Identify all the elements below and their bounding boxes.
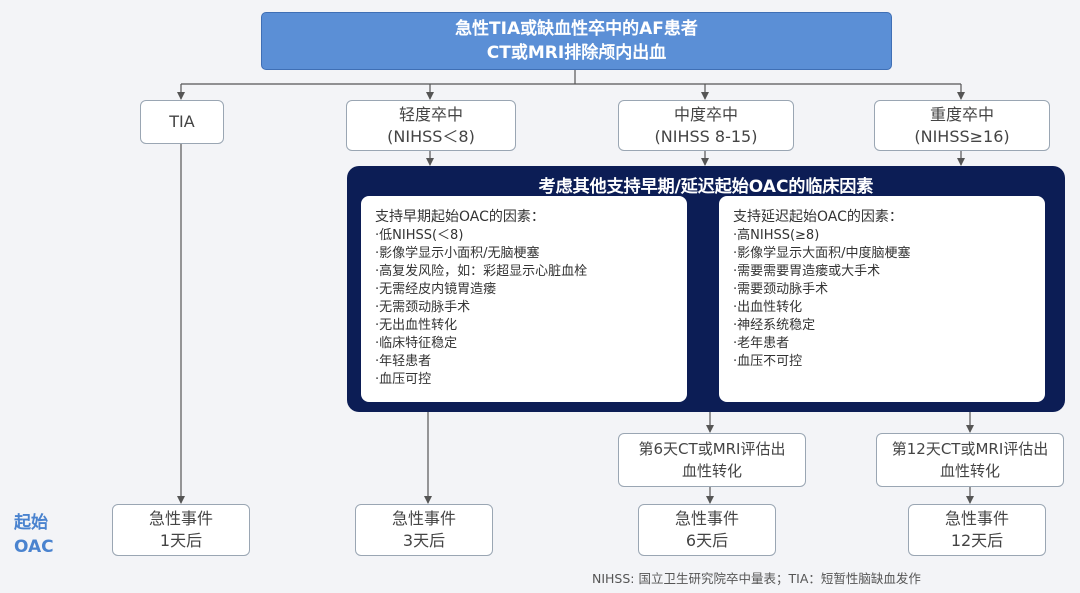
- patient-criteria-line1: 急性TIA或缺血性卒中的AF患者: [455, 19, 698, 39]
- assess-line1: 第12天CT或MRI评估出: [891, 440, 1049, 458]
- clinical-factors-title: 考虑其他支持早期/延迟起始OAC的临床因素: [538, 177, 874, 197]
- list-item: ·神经系统稳定: [733, 318, 816, 333]
- list-item: ·无出血性转化: [375, 318, 458, 333]
- category-label: TIA: [169, 112, 195, 131]
- outcome-line2: 6天后: [685, 531, 729, 550]
- outcome-line2: 3天后: [402, 531, 446, 550]
- list-item: ·血压可控: [375, 372, 432, 387]
- list-item: ·高复发风险，如：彩超显示心脏血栓: [375, 264, 588, 279]
- outcome-day3-box: 急性事件 3天后: [355, 504, 493, 556]
- list-item: ·高NIHSS(≥8): [733, 228, 820, 243]
- assess-line1: 第6天CT或MRI评估出: [638, 440, 786, 458]
- outcome-line1: 急性事件: [148, 509, 213, 528]
- patient-criteria-box: 急性TIA或缺血性卒中的AF患者 CT或MRI排除颅内出血: [261, 12, 892, 70]
- list-item: ·老年患者: [733, 336, 790, 351]
- outcome-line2: 12天后: [950, 531, 1004, 550]
- category-tia-box: TIA: [140, 100, 224, 144]
- category-severe-stroke-box: 重度卒中 (NIHSS≥16): [874, 100, 1050, 151]
- list-item: ·年轻患者: [375, 354, 432, 369]
- outcome-day12-box: 急性事件 12天后: [908, 504, 1046, 556]
- early-factors-heading: 支持早期起始OAC的因素：: [375, 209, 545, 225]
- list-item: ·出血性转化: [733, 300, 803, 315]
- oac-start-label: 起始 OAC: [14, 511, 54, 559]
- outcome-day1-box: 急性事件 1天后: [112, 504, 250, 556]
- list-item: ·影像学显示大面积/中度脑梗塞: [733, 246, 911, 261]
- assess-line2: 血性转化: [939, 462, 1000, 480]
- early-factors-list: ·低NIHSS(＜8) ·影像学显示小面积/无脑梗塞 ·高复发风险，如：彩超显示…: [375, 227, 677, 389]
- category-moderate-stroke-box: 中度卒中 (NIHSS 8-15): [618, 100, 794, 151]
- list-item: ·低NIHSS(＜8): [375, 228, 464, 243]
- outcome-line1: 急性事件: [391, 509, 456, 528]
- assess-day6-box: 第6天CT或MRI评估出 血性转化: [618, 433, 806, 487]
- early-oac-factors-box: 支持早期起始OAC的因素： ·低NIHSS(＜8) ·影像学显示小面积/无脑梗塞…: [361, 196, 687, 402]
- list-item: ·需要颈动脉手术: [733, 282, 829, 297]
- footnote: NIHSS: 国立卫生研究院卒中量表；TIA：短暂性脑缺血发作: [592, 571, 921, 586]
- oac-label-line2: OAC: [14, 537, 54, 557]
- category-sublabel: (NIHSS≥16): [914, 126, 1010, 146]
- clinical-factors-panel: 考虑其他支持早期/延迟起始OAC的临床因素 支持早期起始OAC的因素： ·低NI…: [347, 166, 1065, 412]
- delayed-oac-factors-box: 支持延迟起始OAC的因素： ·高NIHSS(≥8) ·影像学显示大面积/中度脑梗…: [719, 196, 1045, 402]
- category-mild-stroke-box: 轻度卒中 (NIHSS＜8): [346, 100, 516, 151]
- assess-day12-box: 第12天CT或MRI评估出 血性转化: [876, 433, 1064, 487]
- category-label: 重度卒中: [929, 104, 994, 124]
- category-label: 中度卒中: [673, 104, 738, 124]
- category-sublabel: (NIHSS＜8): [387, 126, 475, 146]
- list-item: ·影像学显示小面积/无脑梗塞: [375, 246, 540, 261]
- outcome-line1: 急性事件: [674, 509, 739, 528]
- list-item: ·无需颈动脉手术: [375, 300, 471, 315]
- list-item: ·临床特征稳定: [375, 336, 458, 351]
- oac-label-line1: 起始: [14, 513, 48, 533]
- assess-line2: 血性转化: [681, 462, 742, 480]
- category-sublabel: (NIHSS 8-15): [654, 126, 758, 146]
- outcome-line1: 急性事件: [944, 509, 1009, 528]
- outcome-day6-box: 急性事件 6天后: [638, 504, 776, 556]
- list-item: ·血压不可控: [733, 354, 803, 369]
- list-item: ·需要需要胃造瘘或大手术: [733, 264, 881, 279]
- delayed-factors-heading: 支持延迟起始OAC的因素：: [733, 209, 903, 225]
- outcome-line2: 1天后: [159, 531, 203, 550]
- delayed-factors-list: ·高NIHSS(≥8) ·影像学显示大面积/中度脑梗塞 ·需要需要胃造瘘或大手术…: [733, 227, 1035, 371]
- category-label: 轻度卒中: [398, 104, 463, 124]
- patient-criteria-line2: CT或MRI排除颅内出血: [486, 43, 667, 63]
- list-item: ·无需经皮内镜胃造瘘: [375, 282, 497, 297]
